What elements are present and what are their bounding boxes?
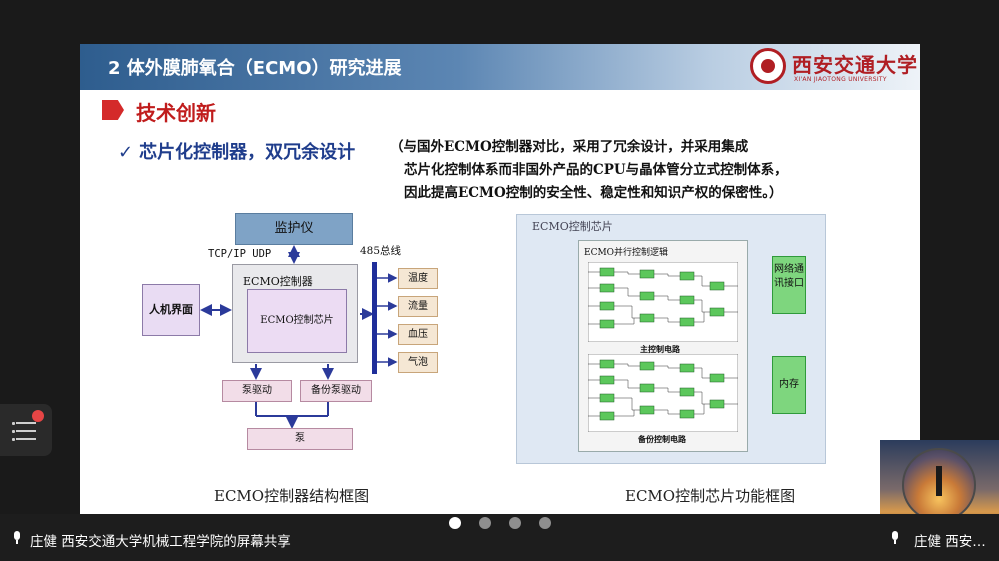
description-line: （与国外ECMO控制器对比，采用了冗余设计，并采用集成 <box>390 139 749 155</box>
bullet-text: 芯片化控制器，双冗余设计 <box>139 142 356 163</box>
list-bullet-icon <box>12 422 15 425</box>
network-interface-box: 网络通讯接口 <box>772 256 806 314</box>
slide-header: 2 体外膜肺氧合（ECMO）研究进展 西安交通大学 XI'AN JIAOTONG… <box>80 44 920 90</box>
backup-circuit-label: 备份控制电路 <box>638 434 686 444</box>
description-line: 芯片化控制体系而非国外产品的CPU与晶体管分立式控制体系， <box>404 162 788 178</box>
sensor-bubble: 气泡 <box>398 352 438 373</box>
hmi-box: 人机界面 <box>142 284 200 336</box>
participant-name: 庄健 西安… <box>914 534 986 550</box>
page-dot[interactable] <box>449 517 461 529</box>
microphone-icon[interactable] <box>12 531 22 545</box>
page-dot[interactable] <box>539 517 551 529</box>
page-dot[interactable] <box>509 517 521 529</box>
logo-name: 西安交通大学 <box>792 53 918 77</box>
list-line-icon <box>16 438 36 440</box>
logo-subtext: XI'AN JIAOTONG UNIVERSITY <box>794 76 887 83</box>
backup-pump-driver-box: 备份泵驱动 <box>300 380 372 402</box>
description-line: 因此提高ECMO控制的安全性、稳定性和知识产权的保密性。） <box>404 185 783 201</box>
bus-label: 485总线 <box>360 245 402 257</box>
chip-box: ECMO控制芯片 <box>247 289 347 353</box>
list-bullet-icon <box>12 430 15 433</box>
check-icon: ✓ <box>118 142 134 163</box>
memory-box: 内存 <box>772 356 806 414</box>
backup-circuit-schematic <box>588 354 738 432</box>
parallel-logic-label: ECMO并行控制逻辑 <box>584 248 669 258</box>
sensor-temperature: 温度 <box>398 268 438 289</box>
list-line-icon <box>16 422 36 424</box>
controller-label: ECMO控制器 <box>243 275 313 288</box>
bullet-point: ✓芯片化控制器，双冗余设计 <box>118 138 355 164</box>
pump-box: 泵 <box>247 428 353 450</box>
seal-icon <box>750 48 786 84</box>
list-line-icon <box>16 430 36 432</box>
section-title: 技术创新 <box>136 101 216 125</box>
university-logo: 西安交通大学 XI'AN JIAOTONG UNIVERSITY <box>750 47 917 87</box>
protocol-label: TCP/IP UDP <box>208 248 272 260</box>
left-diagram-connectors <box>200 245 398 429</box>
meeting-bottom-bar <box>0 514 999 561</box>
main-circuit-label: 主控制电路 <box>640 344 680 354</box>
notification-badge <box>32 410 44 422</box>
microphone-icon[interactable] <box>890 531 900 545</box>
chip-function-title: ECMO控制芯片 <box>532 220 613 233</box>
description: （与国外ECMO控制器对比，采用了冗余设计，并采用集成 芯片化控制体系而非国外产… <box>390 136 910 205</box>
participant-list-button[interactable] <box>0 404 52 456</box>
page-dot[interactable] <box>479 517 491 529</box>
slide-title: 2 体外膜肺氧合（ECMO）研究进展 <box>108 58 402 79</box>
monitor-box: 监护仪 <box>235 213 353 245</box>
main-circuit-schematic <box>588 262 738 342</box>
arrow-marker-icon <box>102 100 124 120</box>
sensor-pressure: 血压 <box>398 324 438 345</box>
person-silhouette <box>936 466 942 496</box>
left-diagram-caption: ECMO控制器结构框图 <box>214 487 370 505</box>
pump-driver-box: 泵驱动 <box>222 380 292 402</box>
shared-slide: 2 体外膜肺氧合（ECMO）研究进展 西安交通大学 XI'AN JIAOTONG… <box>80 44 920 514</box>
screen-share-label: 庄健 西安交通大学机械工程学院的屏幕共享 <box>30 534 291 550</box>
right-diagram-caption: ECMO控制芯片功能框图 <box>625 487 796 505</box>
list-bullet-icon <box>12 438 15 441</box>
sensor-flow: 流量 <box>398 296 438 317</box>
